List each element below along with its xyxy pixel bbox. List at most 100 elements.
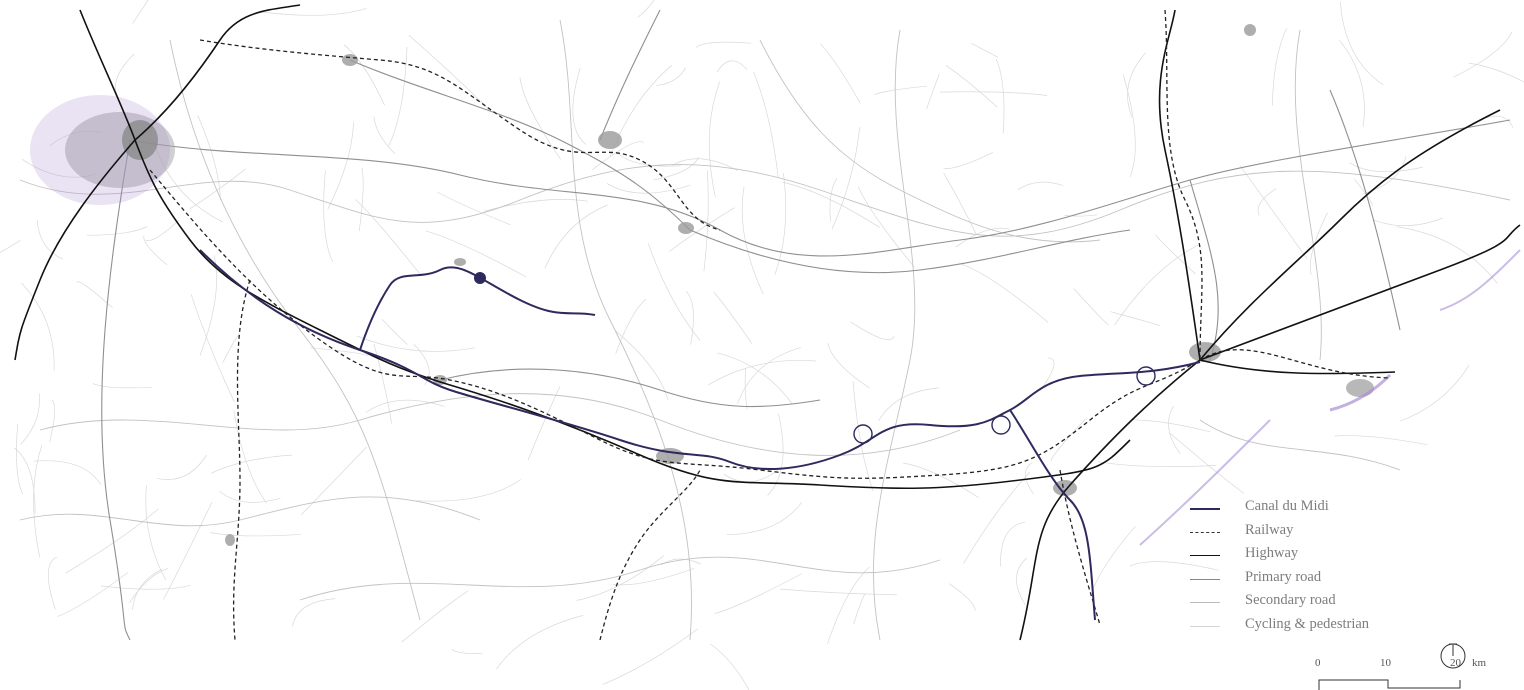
minor-road-segment	[1349, 162, 1424, 173]
minor-road-segment	[971, 42, 999, 58]
minor-road-segment	[703, 170, 709, 272]
minor-road-segment	[955, 227, 1010, 248]
minor-road-segment	[782, 181, 880, 228]
railway-swatch-icon	[1190, 531, 1220, 533]
primary-road-swatch-icon	[1190, 578, 1220, 580]
minor-road-segment	[13, 447, 36, 514]
minor-road-segment	[415, 479, 521, 502]
minor-road-segment	[1097, 461, 1217, 467]
minor-road-segment	[292, 598, 336, 627]
minor-road-segment	[1257, 188, 1277, 216]
minor-road-segment	[210, 532, 301, 537]
north-arrow-icon	[1440, 643, 1466, 669]
minor-road-segment	[373, 116, 396, 155]
minor-road-segment	[100, 584, 191, 590]
minor-road-segment	[1309, 212, 1328, 276]
scale-bar	[1318, 679, 1461, 690]
minor-road-segment	[189, 168, 246, 210]
scale-tick-10: 10	[1380, 657, 1391, 669]
minor-road-segment	[1468, 62, 1524, 83]
minor-road-segment	[190, 294, 235, 403]
minor-road-segment	[33, 445, 43, 558]
minor-road-segment	[656, 67, 686, 87]
minor-road-segment	[115, 53, 135, 99]
minor-road-segment	[1168, 405, 1181, 454]
minor-road-segment	[437, 191, 511, 226]
minor-road-segment	[710, 643, 750, 690]
minor-road-segment	[1024, 462, 1034, 494]
minor-road-segment	[156, 454, 207, 480]
canal-du-midi	[199, 249, 1201, 621]
minor-road-segment	[199, 255, 217, 356]
minor-road-segment	[926, 73, 940, 110]
minor-road-segment	[1091, 526, 1136, 592]
minor-road-segment	[145, 219, 180, 242]
minor-road-segment	[780, 588, 898, 596]
minor-road-segment	[36, 219, 63, 260]
minor-road-segment	[572, 67, 586, 145]
minor-road-segment	[519, 77, 561, 160]
minor-road-segment	[355, 199, 422, 277]
minor-road-segment	[874, 85, 927, 96]
legend-item-secondary-road: Secondary road	[1190, 590, 1430, 614]
minor-road-segment	[210, 454, 292, 474]
minor-road-segment	[685, 290, 694, 345]
minor-road-segment	[1239, 165, 1308, 260]
minor-road-segment	[963, 472, 1030, 564]
minor-road-segment	[260, 8, 367, 16]
minor-road-segment	[527, 386, 561, 461]
minor-road-segment	[1396, 226, 1498, 284]
minor-road-segment	[300, 446, 367, 516]
minor-road-segment	[713, 291, 753, 344]
minor-road-segment	[1122, 74, 1136, 178]
minor-road-segment	[637, 0, 655, 18]
minor-road-segment	[647, 243, 701, 341]
secondary-road-swatch-icon	[1190, 602, 1220, 603]
minor-road-segment	[653, 157, 699, 181]
minor-road-segment	[323, 170, 334, 263]
minor-road-segment	[1400, 365, 1470, 422]
minor-road-segment	[86, 226, 148, 236]
minor-road-segment	[1073, 288, 1109, 326]
minor-road-segment	[1129, 561, 1219, 571]
minor-road-segment	[57, 572, 129, 617]
minor-road-segment	[615, 330, 669, 401]
minor-road-segment	[943, 152, 994, 170]
minor-road-segment	[1131, 419, 1211, 433]
minor-road-segment	[737, 347, 801, 405]
minor-road-segment	[219, 490, 281, 503]
scale-unit: km	[1472, 657, 1487, 669]
minor-road-segment	[615, 298, 647, 355]
lock-markers	[853, 366, 1156, 444]
minor-road-segment	[21, 282, 55, 371]
minor-road-segment	[343, 44, 385, 106]
minor-road-segment	[145, 485, 167, 581]
minor-road-segment	[708, 360, 816, 386]
lock-marker	[1136, 366, 1156, 386]
minor-road-segment	[948, 583, 976, 612]
highway-network	[14, 4, 1521, 641]
minor-road-segment	[939, 91, 1048, 96]
primary-road-network	[101, 9, 1511, 641]
minor-road-segment	[827, 343, 870, 389]
minor-road-segment	[425, 230, 527, 278]
minor-road-segment	[132, 568, 163, 610]
minor-road-segment	[774, 172, 787, 275]
legend-label: Highway	[1245, 545, 1299, 561]
minor-road-segment	[744, 368, 748, 410]
minor-road-segment	[401, 590, 469, 643]
minor-road-segment	[1064, 214, 1098, 217]
minor-road-segment	[850, 321, 895, 340]
minor-road-segment	[1453, 31, 1513, 78]
minor-road-segment	[222, 335, 240, 363]
minor-road-segment	[1050, 418, 1086, 461]
minor-road-segment	[1017, 181, 1064, 190]
minor-road-segment	[1155, 234, 1196, 275]
minor-road-segment	[1354, 179, 1373, 206]
minor-road-segment	[606, 183, 691, 194]
minor-road-segment	[903, 462, 979, 498]
minor-road-segment	[1339, 39, 1365, 128]
minor-road-segment	[1039, 357, 1055, 392]
